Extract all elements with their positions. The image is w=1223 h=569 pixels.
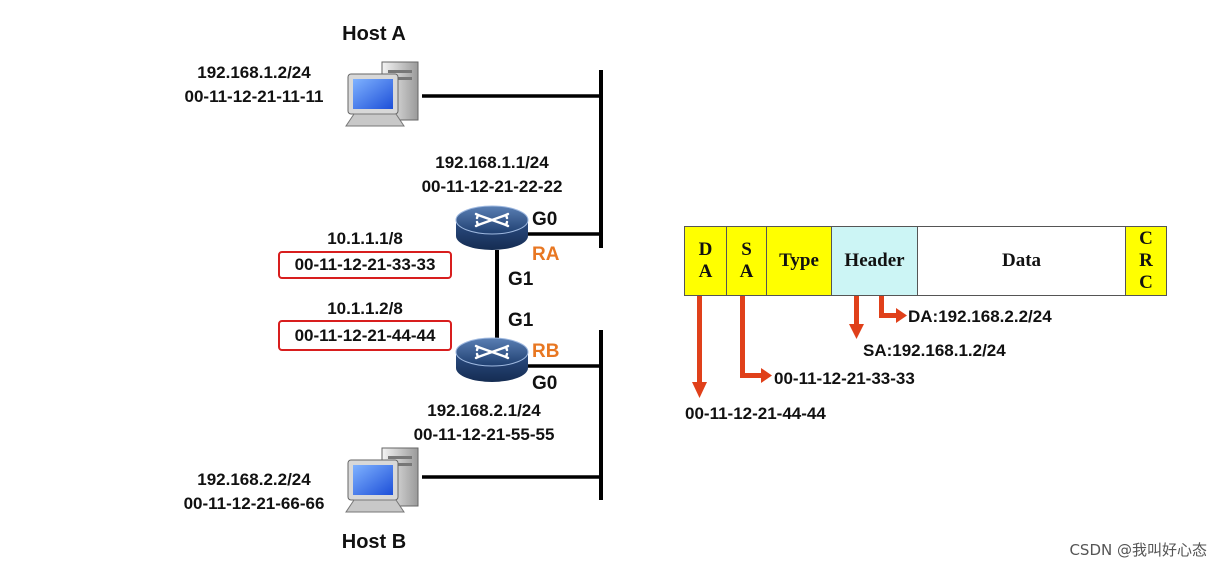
frame-field-sa: S A (726, 226, 767, 296)
rb-router-name: RB (532, 341, 560, 362)
host-b-title: Host B (341, 531, 407, 553)
rb-g1-port-label: G1 (508, 310, 534, 331)
ra-g0-mac: 00-11-12-21-22-22 (421, 177, 563, 196)
frame-field-da: D A (684, 226, 727, 296)
ra-g1-mac-highlight (278, 251, 452, 279)
header-da-arrow-shaft (879, 296, 884, 318)
header-da-arrow-head (896, 308, 907, 323)
da-arrow-shaft (697, 296, 702, 382)
ra-g0-ip: 192.168.1.1/24 (435, 153, 549, 172)
header-sa-arrow-head (849, 324, 864, 339)
host-b-ip: 192.168.2.2/24 (197, 470, 311, 489)
frame-field-data: Data (917, 226, 1126, 296)
da-arrow-head (692, 382, 707, 398)
frame-field-type-label: Type (779, 250, 819, 271)
ra-g0-port-label: G0 (532, 209, 558, 230)
rb-g1-ip: 10.1.1.2/8 (327, 299, 403, 318)
sa-mac-annotation: 00-11-12-21-33-33 (774, 369, 915, 388)
ra-router-name: RA (532, 244, 560, 265)
header-sa-arrow-shaft (854, 296, 859, 324)
frame-field-sa-line-2: A (739, 261, 754, 282)
ra-g1-mac: 00-11-12-21-33-33 (294, 255, 436, 274)
da-mac-annotation: 00-11-12-21-44-44 (685, 404, 826, 423)
host-a-ip: 192.168.1.2/24 (197, 63, 311, 82)
frame-field-crc-line-2: R (1139, 250, 1153, 272)
sa-arrow-head (761, 368, 772, 383)
frame-field-crc-line-1: C (1139, 228, 1153, 250)
rb-g0-ip: 192.168.2.1/24 (427, 401, 541, 420)
frame-field-crc-line-3: C (1139, 271, 1153, 293)
header-da-annotation: DA:192.168.2.2/24 (908, 307, 1052, 326)
watermark: CSDN @我叫好心态 (1069, 541, 1207, 559)
header-sa-annotation: SA:192.168.1.2/24 (863, 341, 1006, 360)
ra-g1-ip: 10.1.1.1/8 (327, 229, 403, 248)
frame-field-data-label: Data (1001, 250, 1042, 271)
frame-field-da-line-1: D (698, 239, 713, 261)
host-b-mac: 00-11-12-21-66-66 (183, 494, 325, 513)
host-a-computer-icon (345, 61, 419, 127)
frame-field-header-label: Header (844, 250, 905, 271)
frame-field-type: Type (766, 226, 832, 296)
router-ra-icon (455, 205, 529, 250)
sa-arrow-elbow (740, 373, 762, 378)
rb-g0-port-label: G0 (532, 373, 558, 394)
host-b-computer-icon (345, 447, 419, 513)
frame-field-da-line-2: A (698, 261, 713, 282)
router-rb-icon (455, 337, 529, 382)
rb-g0-mac: 00-11-12-21-55-55 (413, 425, 555, 444)
rb-g1-mac-highlight (278, 320, 452, 351)
ra-g1-port-label: G1 (508, 269, 534, 290)
frame-field-crc: C R C (1125, 226, 1167, 296)
host-a-mac: 00-11-12-21-11-11 (184, 87, 324, 106)
frame-field-sa-line-1: S (741, 239, 752, 261)
frame-field-header: Header (831, 226, 918, 296)
header-da-arrow-elbow (879, 313, 897, 318)
rb-g1-mac: 00-11-12-21-44-44 (294, 326, 436, 345)
sa-arrow-shaft (740, 296, 745, 378)
host-a-title: Host A (342, 23, 406, 45)
